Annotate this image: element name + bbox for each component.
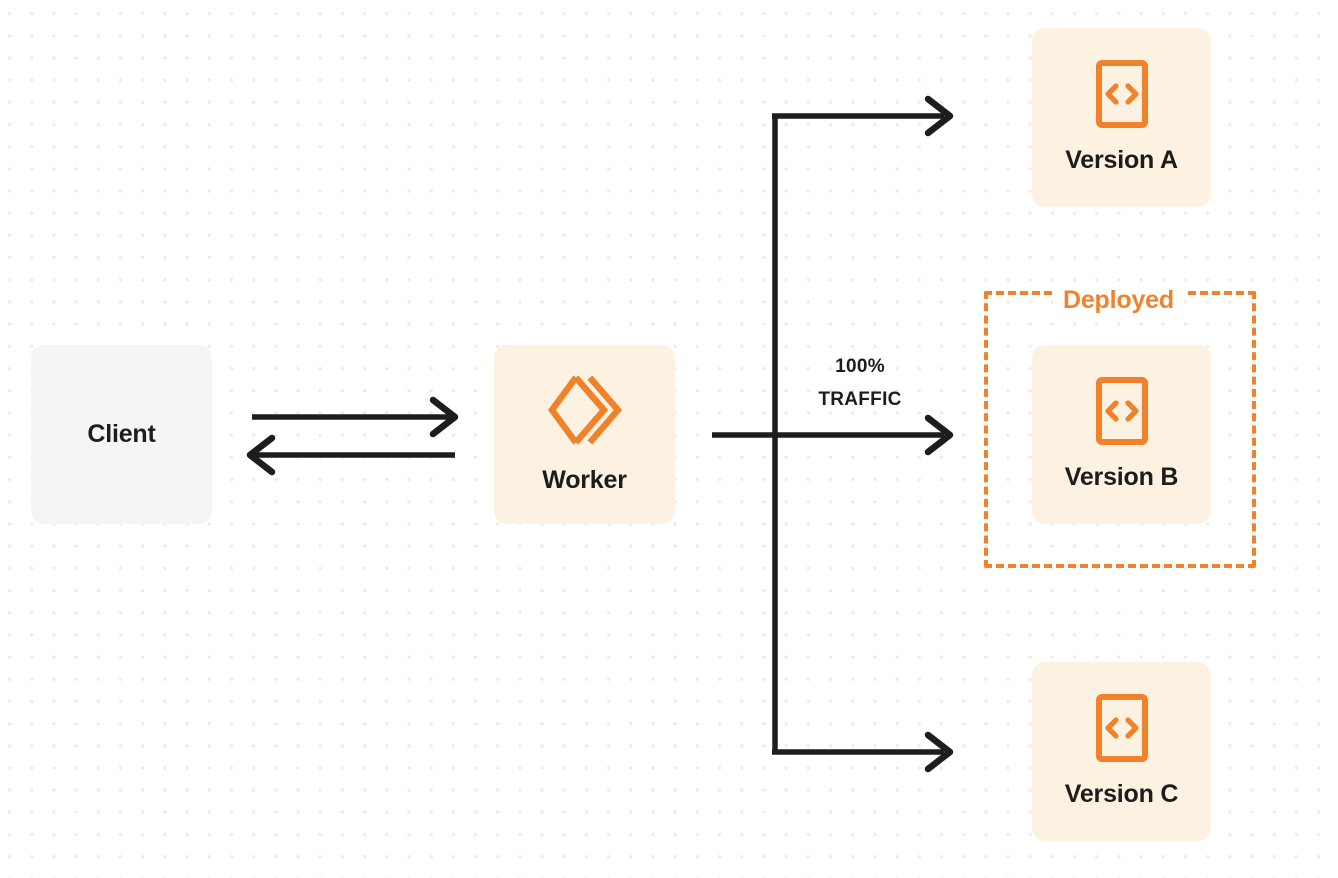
traffic-unit: TRAFFIC: [818, 389, 902, 410]
node-client-label: Client: [87, 420, 156, 448]
node-version-b-label: Version B: [1064, 463, 1179, 491]
arrow-worker-to-version-a: [772, 95, 954, 137]
traffic-percent: 100%: [835, 356, 885, 377]
node-worker-label: Worker: [542, 466, 627, 494]
code-file-icon: [1095, 377, 1148, 445]
arrow-client-to-worker: [252, 396, 459, 438]
node-version-c-label: Version C: [1064, 780, 1179, 808]
node-client[interactable]: Client: [31, 345, 212, 524]
node-version-a[interactable]: Version A: [1032, 28, 1211, 207]
cloudflare-workers-logo-icon: [547, 374, 622, 446]
code-file-icon: [1095, 60, 1148, 128]
code-file-icon: [1095, 694, 1148, 762]
arrow-worker-to-version-c: [772, 731, 954, 773]
node-version-c[interactable]: Version C: [1032, 662, 1211, 841]
arrow-worker-to-version-b: [712, 414, 954, 456]
deployed-group-label: Deployed: [1053, 286, 1184, 314]
arrow-worker-to-client: [246, 434, 455, 476]
node-worker[interactable]: Worker: [494, 345, 675, 524]
node-version-b[interactable]: Version B: [1032, 345, 1211, 524]
traffic-label: 100% TRAFFIC: [790, 350, 930, 416]
node-version-a-label: Version A: [1065, 146, 1178, 174]
